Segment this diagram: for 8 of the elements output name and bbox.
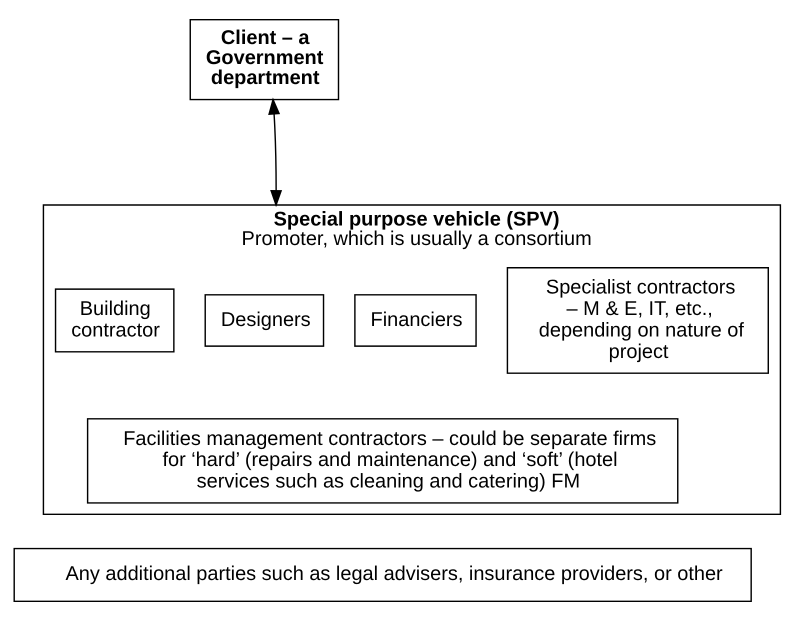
node-box: Specialist contractors – M & E, IT, etc., depending on nature of project — [506, 266, 769, 374]
node-box: Financiers — [354, 294, 477, 346]
arrow — [268, 97, 282, 207]
node-box: Facilities management contractors – could be separate firms for ‘hard’ (repairs and maintenance) and ‘soft’ (hotel services such as cleaning and catering) FM — [86, 418, 678, 504]
node-box: Building contractor — [54, 288, 175, 352]
node-box: Any additional parties such as legal advisers, insurance providers, or other — [13, 547, 752, 602]
node-box: Designers — [204, 294, 324, 346]
node-box: Client – a Government department — [190, 18, 340, 100]
